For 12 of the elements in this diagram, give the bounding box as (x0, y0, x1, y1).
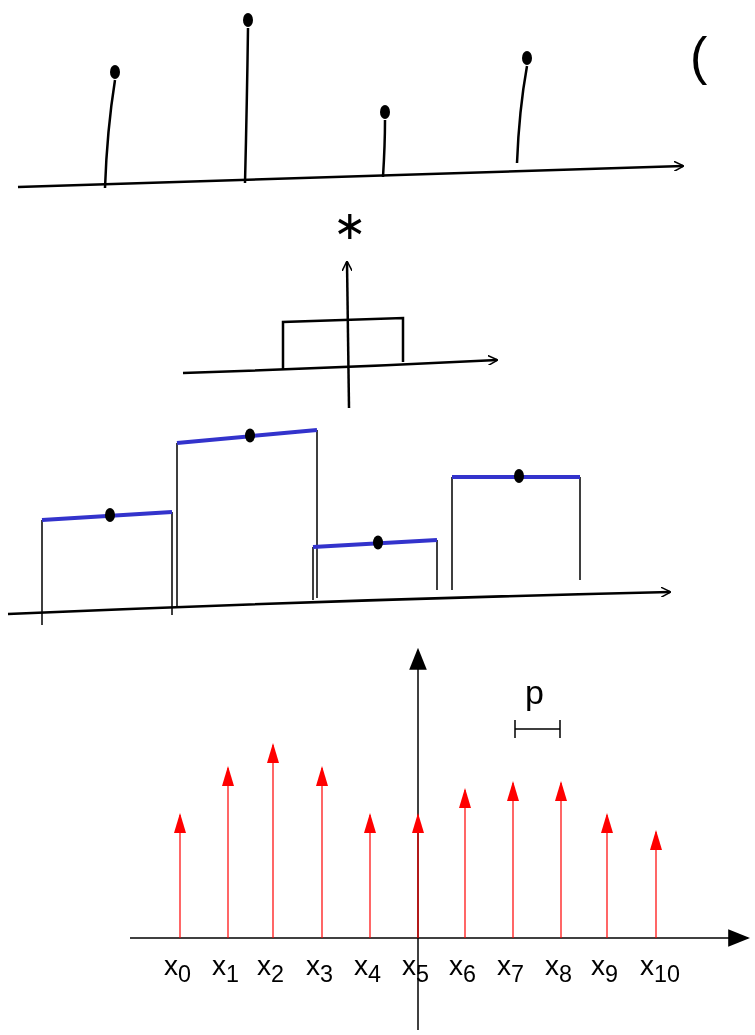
sample-label: x$_{2}$ (257, 952, 284, 986)
sample-label: x$_{7}$ (497, 952, 524, 986)
sample-label: x$_{4}$ (354, 952, 381, 986)
sample-label: x$_{0}$ (164, 952, 191, 986)
period-label: p (525, 675, 544, 709)
sample-label: x$_{3}$ (306, 952, 333, 986)
convolution-symbol: ∗ (333, 205, 367, 245)
sample-label: x$_{1}$ (212, 952, 239, 986)
sample-label: x$_{10}$ (640, 952, 680, 986)
sample-label: x$_{6}$ (449, 952, 476, 986)
sample-label: x$_{9}$ (591, 952, 618, 986)
sample-label: x$_{8}$ (545, 952, 572, 986)
